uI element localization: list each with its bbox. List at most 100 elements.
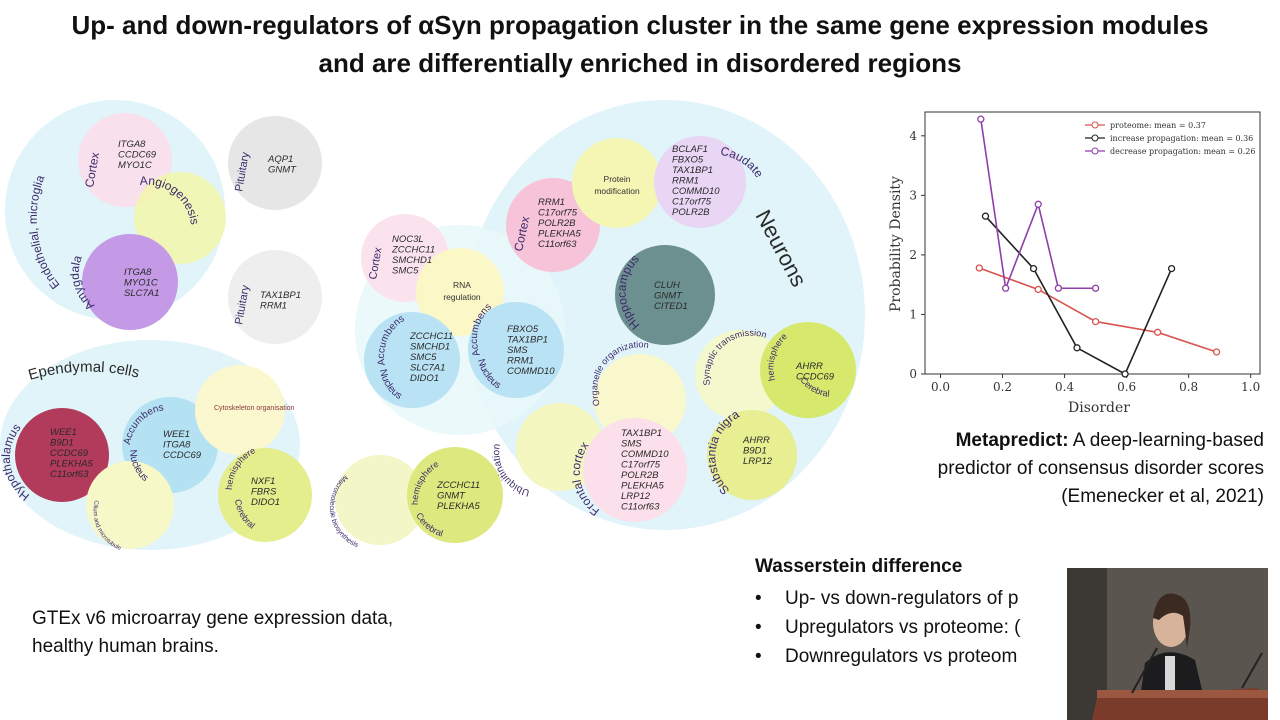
gene-label: CCDC69 (163, 450, 202, 461)
series-point-1 (1029, 264, 1038, 273)
title-line-2: and are differentially enriched in disor… (318, 48, 962, 78)
gene-label: B9D1 (743, 446, 767, 457)
gene-label: TAX1BP1 (672, 165, 713, 176)
gene-label: CCDC69 (796, 372, 835, 383)
gene-label: POLR2B (538, 218, 576, 229)
wasserstein-list: Up- vs down-regulators of p Upregulators… (755, 584, 1075, 671)
speaker-figure (1067, 568, 1268, 720)
chart-lines (975, 115, 1221, 378)
title-line-1: Up- and down-regulators of αSyn propagat… (71, 10, 1209, 40)
series-point-2 (1034, 200, 1042, 208)
gene-label: NOC3L (392, 234, 424, 245)
gene-label: PLEKHA5 (621, 481, 664, 492)
module-ubiquitination (516, 403, 604, 491)
gtex-line-1: GTEx v6 microarray gene expression data, (32, 608, 394, 629)
gene-label: BCLAF1 (672, 144, 708, 155)
label-cortex-1: Cortex (82, 151, 102, 188)
series-point-1 (1121, 370, 1129, 378)
wasserstein-item: Up- vs down-regulators of p (755, 584, 1075, 613)
speaker-video-inset (1067, 568, 1268, 720)
series-point-0 (1212, 348, 1221, 356)
module-cytoskeleton (195, 365, 285, 455)
gene-label: FBRS (251, 487, 277, 498)
gene-label: PLEKHA5 (437, 501, 480, 512)
slide-title: Up- and down-regulators of αSyn propagat… (0, 6, 1280, 82)
series-point-0 (975, 264, 983, 272)
module-pituitary-1 (228, 116, 322, 210)
x-tick-label: 1.0 (1241, 380, 1260, 394)
label-cortex-2: Cortex (367, 246, 385, 280)
module-hypothalamus (15, 408, 109, 502)
gene-label: GNMT (437, 491, 466, 502)
gene-label: WEE1 (163, 429, 190, 440)
gene-label: RRM1 (538, 197, 565, 208)
gene-label: SMC5 (392, 266, 419, 277)
y-tick-label: 1 (909, 307, 917, 321)
genes-frontal-cortex: TAX1BP1SMSCOMMD10C17orf75POLR2BPLEKHA5LR… (621, 428, 669, 513)
gene-label: SMS (621, 439, 642, 450)
gene-label: ITGA8 (124, 267, 152, 278)
legend-label-proteome: proteome: mean = 0.37 (1110, 121, 1206, 130)
series-point-1 (1167, 264, 1176, 273)
module-cortex-1 (78, 113, 172, 207)
gene-label: ZCCHC11 (436, 480, 480, 491)
gtex-line-2: healthy human brains. (32, 636, 219, 657)
gene-label: SLC7A1 (124, 288, 159, 299)
legend-marker-increase (1091, 134, 1099, 142)
y-tick-label: 3 (909, 188, 917, 202)
x-tick-label: 0.8 (1179, 380, 1198, 394)
gene-label: POLR2B (672, 207, 710, 218)
module-angiogenesis (134, 172, 226, 264)
x-tick-label: 0.4 (1055, 380, 1074, 394)
chart-ylabel: Probability Density (888, 176, 904, 312)
legend-label-increase: increase propagation: mean = 0.36 (1110, 134, 1253, 143)
module-rna-regulation (416, 248, 504, 336)
caption-rest: A deep-learning-based (1068, 430, 1264, 451)
gene-label: COMMD10 (621, 449, 669, 460)
label-rna-1: RNA (453, 280, 471, 290)
module-protein-modification (572, 138, 662, 228)
series-point-2 (1091, 284, 1100, 292)
gene-label: ZCCHC11 (409, 331, 453, 342)
gene-label: AHRR (742, 435, 770, 446)
module-hippocampus (615, 245, 715, 345)
gene-label: TAX1BP1 (507, 335, 548, 346)
gene-label: C11orf63 (50, 469, 89, 480)
legend-label-decrease: decrease propagation: mean = 0.26 (1110, 147, 1255, 156)
gene-label: PLEKHA5 (50, 459, 93, 470)
gene-label: CITED1 (654, 301, 688, 312)
y-tick-label: 0 (909, 367, 917, 381)
label-rna-2: regulation (443, 292, 481, 302)
gene-label: AQP1 (267, 154, 293, 165)
gene-label: DIDO1 (410, 373, 439, 384)
wasserstein-item: Upregulators vs proteome: ( (755, 613, 1075, 642)
gene-label: C17orf75 (621, 460, 661, 471)
gene-label: C17orf75 (672, 197, 712, 208)
gene-label: AHRR (795, 361, 823, 372)
module-cerebral-2 (407, 447, 503, 543)
x-tick-label: 0.6 (1117, 380, 1136, 394)
gene-label: DIDO1 (251, 497, 280, 508)
x-tick-label: 0.0 (931, 380, 950, 394)
gene-label: C11orf63 (621, 502, 660, 513)
module-macromolecule (335, 455, 425, 545)
genes-caudate: BCLAF1FBXO5TAX1BP1RRM1COMMD10C17orf75POL… (672, 144, 720, 218)
module-accumbens-2 (364, 312, 460, 408)
chart-xlabel: Disorder (1068, 400, 1130, 416)
gtex-note: GTEx v6 microarray gene expression data,… (32, 605, 393, 661)
gene-label: GNMT (654, 291, 683, 302)
series-point-0 (1091, 317, 1100, 326)
legend-marker-decrease (1091, 147, 1099, 155)
gene-label: GNMT (268, 165, 297, 176)
module-cilium (86, 461, 174, 549)
